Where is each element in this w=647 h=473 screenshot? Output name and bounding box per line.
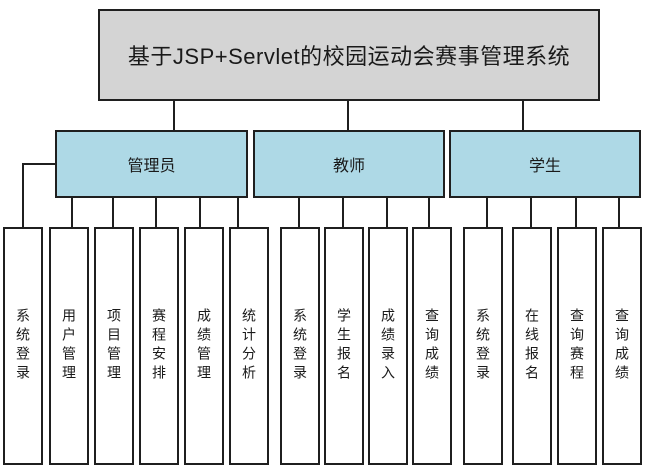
connector-root-student <box>522 101 524 130</box>
connector-admin-project-management <box>112 198 114 227</box>
connector-teacher-score-query <box>428 198 430 227</box>
leaf-label: 系统登录 <box>292 308 308 384</box>
leaf-student-score-query: 查询成绩 <box>602 227 642 465</box>
leaf-label: 项目管理 <box>106 308 122 384</box>
branch-teacher-box: 教师 <box>253 130 445 198</box>
leaf-teacher-score-entry: 成绩录入 <box>368 227 408 465</box>
connector-student-system-login <box>486 198 488 227</box>
connector-admin-score-management <box>199 198 201 227</box>
connector-admin-schedule-arrangement <box>155 198 157 227</box>
connector-teacher-system-login <box>298 198 300 227</box>
leaf-teacher-student-registration: 学生报名 <box>324 227 364 465</box>
branch-admin-label: 管理员 <box>127 158 176 175</box>
connector-admin-statistics-analysis <box>237 198 239 227</box>
connector-teacher-score-entry <box>386 198 388 227</box>
leaf-teacher-system-login: 系统登录 <box>280 227 320 465</box>
connector-root-teacher <box>347 101 349 130</box>
leaf-admin-system-login: 系统登录 <box>3 227 43 465</box>
branch-admin-box: 管理员 <box>55 130 248 198</box>
leaf-student-system-login: 系统登录 <box>463 227 503 465</box>
leaf-label: 统计分析 <box>241 308 257 384</box>
branch-student-box: 学生 <box>449 130 641 198</box>
connector-root-admin <box>173 101 175 130</box>
leaf-label: 赛程安排 <box>151 308 167 384</box>
leaf-student-online-registration: 在线报名 <box>512 227 552 465</box>
leaf-label: 成绩录入 <box>380 308 396 384</box>
leaf-admin-project-management: 项目管理 <box>94 227 134 465</box>
leaf-label: 系统登录 <box>15 308 31 384</box>
leaf-label: 学生报名 <box>336 308 352 384</box>
leaf-label: 在线报名 <box>524 308 540 384</box>
connector-admin-user-management <box>71 198 73 227</box>
leaf-admin-score-management: 成绩管理 <box>184 227 224 465</box>
leaf-label: 用户管理 <box>61 308 77 384</box>
leaf-admin-schedule-arrangement: 赛程安排 <box>139 227 179 465</box>
connector-admin-system-login-vertical <box>22 163 24 227</box>
leaf-teacher-score-query: 查询成绩 <box>412 227 452 465</box>
leaf-admin-user-management: 用户管理 <box>49 227 89 465</box>
leaf-label: 查询成绩 <box>614 308 630 384</box>
leaf-label: 查询成绩 <box>424 308 440 384</box>
connector-teacher-student-registration <box>342 198 344 227</box>
connector-student-online-registration <box>530 198 532 227</box>
leaf-admin-statistics-analysis: 统计分析 <box>229 227 269 465</box>
branch-teacher-label: 教师 <box>332 158 365 175</box>
connector-admin-system-login-horizontal <box>22 163 56 165</box>
leaf-label: 成绩管理 <box>196 308 212 384</box>
system-title-box: 基于JSP+Servlet的校园运动会赛事管理系统 <box>98 9 600 101</box>
leaf-label: 查询赛程 <box>569 308 585 384</box>
system-title: 基于JSP+Servlet的校园运动会赛事管理系统 <box>127 44 571 69</box>
connector-student-schedule-query <box>575 198 577 227</box>
branch-student-label: 学生 <box>528 158 561 175</box>
connector-student-score-query <box>618 198 620 227</box>
leaf-label: 系统登录 <box>475 308 491 384</box>
leaf-student-schedule-query: 查询赛程 <box>557 227 597 465</box>
